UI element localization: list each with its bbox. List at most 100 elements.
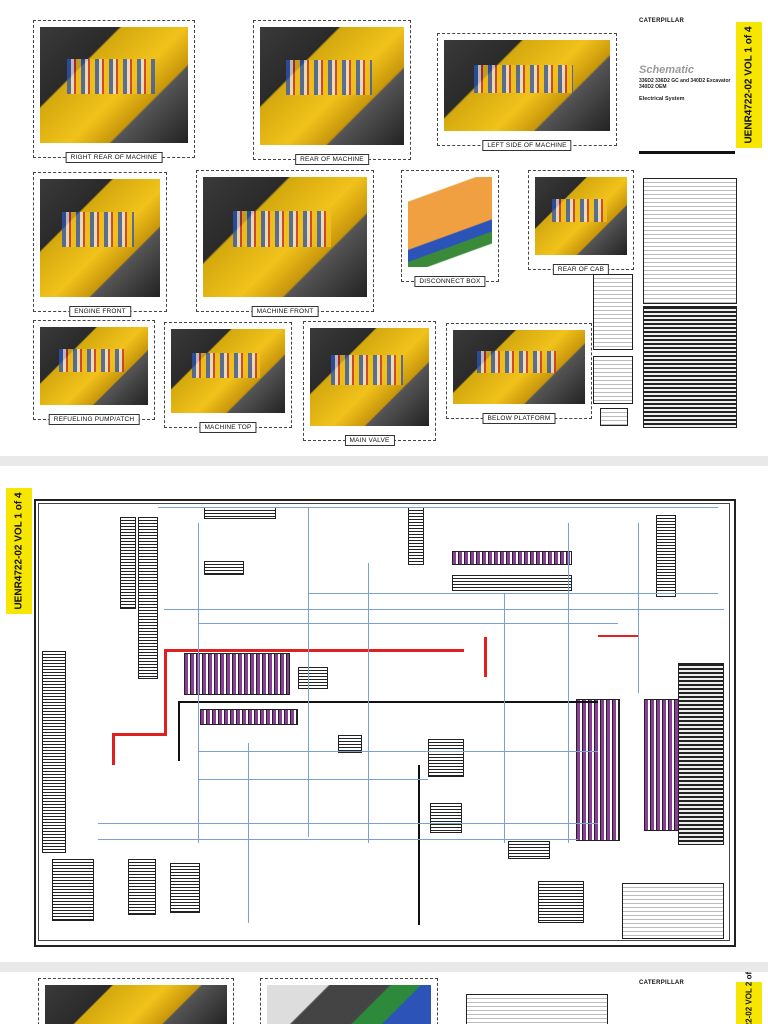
volume-tab-label: UENR4722-02 VOL 1 of 4: [743, 26, 755, 144]
connector-block: [508, 841, 550, 859]
connector-block: [452, 551, 572, 565]
connector-block: [298, 667, 328, 689]
component-table: [593, 356, 633, 404]
connector-block: [204, 561, 244, 575]
view-image: [171, 329, 285, 413]
volume-tab: UENR4722-02 VOL 1 of 4: [6, 488, 32, 614]
view-rear-cab: REAR OF CAB: [528, 170, 634, 275]
view-label: REFUELING PUMP/ATCH: [48, 414, 140, 425]
view-right-rear: RIGHT REAR OF MACHINE: [33, 20, 195, 163]
view-disconnect-box: DISCONNECT BOX: [401, 170, 499, 287]
connector-block: [656, 515, 676, 597]
title-rule: [639, 151, 735, 154]
power-wire: [164, 649, 464, 652]
signal-wire: [568, 523, 569, 843]
caterpillar-logo: CATERPILLAR: [639, 980, 685, 986]
view-machine-top: MACHINE TOP: [164, 322, 292, 433]
view-main-valve: MAIN VALVE: [303, 321, 436, 446]
connector-block: [128, 859, 156, 915]
view-label: LEFT SIDE OF MACHINE: [482, 140, 572, 151]
signal-wire: [98, 839, 578, 840]
connector-block: [538, 881, 584, 923]
component-table: [593, 274, 633, 350]
view-label: ENGINE FRONT: [69, 306, 131, 317]
model-subtitle: 336D2 336D2 GC and 340D2 Excavator 340D2…: [639, 78, 731, 91]
view-image: [408, 177, 492, 267]
view-left-side: LEFT SIDE OF MACHINE: [437, 33, 617, 151]
view-below-platform: BELOW PLATFORM: [446, 323, 592, 424]
view-machine-front: MACHINE FRONT: [196, 170, 374, 317]
title-heading: Schematic: [639, 64, 695, 76]
view-label: RIGHT REAR OF MACHINE: [65, 152, 163, 163]
ecm-connector: [576, 699, 620, 841]
view-image: [535, 177, 627, 255]
volume-tab: UENR4722-02 VOL 2 of 4: [736, 972, 762, 1024]
connector-block: [52, 859, 94, 921]
signal-wire: [158, 507, 718, 508]
caterpillar-logo: CATERPILLAR: [639, 18, 685, 24]
ground-wire: [178, 701, 180, 761]
connector-block: [452, 575, 572, 591]
connector-block: [120, 517, 136, 609]
schematic-inner-frame: [38, 503, 730, 941]
view-label: BELOW PLATFORM: [482, 413, 556, 424]
ecm-connector: [644, 699, 682, 831]
power-wire: [164, 649, 167, 733]
view-label: MAIN VALVE: [344, 435, 395, 446]
connector-block: [200, 709, 298, 725]
view-image: [40, 179, 160, 297]
connector-block: [408, 507, 424, 565]
signal-wire: [308, 593, 718, 594]
signal-wire: [164, 609, 724, 610]
legend-table: [643, 178, 737, 304]
system-name: Electrical System: [639, 96, 685, 102]
power-wire: [484, 637, 487, 677]
connector-block: [430, 803, 462, 833]
signal-wire: [308, 507, 309, 837]
view-refueling: REFUELING PUMP/ATCH: [33, 320, 155, 425]
connector-block: [170, 863, 200, 913]
component-table: [466, 994, 608, 1024]
view-image: [45, 985, 227, 1024]
note-table: [600, 408, 628, 426]
pin-table: [678, 663, 724, 845]
view-image: [203, 177, 367, 297]
signal-wire: [504, 593, 505, 843]
view-rear: REAR OF MACHINE: [253, 20, 411, 165]
signal-wire: [198, 779, 428, 780]
signal-wire: [198, 623, 618, 624]
signal-wire: [638, 523, 639, 693]
connector-block: [338, 735, 362, 753]
connector-block: [138, 517, 158, 679]
signal-wire: [198, 751, 598, 752]
view-image: [40, 27, 188, 143]
view-image: [310, 328, 429, 426]
connector-block: [428, 739, 464, 777]
signal-wire: [248, 743, 249, 923]
view-image: [444, 40, 610, 131]
volume-tab-label: UENR4722-02 VOL 1 of 4: [13, 492, 25, 610]
view-label: MACHINE FRONT: [251, 306, 319, 317]
left-component-block: [42, 651, 66, 853]
view-label: DISCONNECT BOX: [414, 276, 486, 287]
connector-block: [184, 653, 290, 695]
title-block: [622, 883, 724, 939]
view-label: MACHINE TOP: [199, 422, 257, 433]
power-wire: [598, 635, 638, 637]
view-label: REAR OF MACHINE: [295, 154, 369, 165]
volume-tab-label: UENR4722-02 VOL 2 of 4: [744, 972, 754, 1024]
ground-wire: [418, 765, 420, 925]
volume-tab: UENR4722-02 VOL 1 of 4: [736, 22, 762, 148]
view-image: [267, 985, 431, 1024]
sheet-1: RIGHT REAR OF MACHINE REAR OF MACHINE LE…: [0, 0, 768, 456]
ground-wire: [178, 701, 598, 703]
view-image: [453, 330, 585, 404]
connector-table: [643, 306, 737, 428]
view-image: [260, 27, 404, 145]
view-engine-front: ENGINE FRONT: [33, 172, 167, 317]
signal-wire: [98, 823, 598, 824]
sheet-3: CATERPILLAR UENR4722-02 VOL 2 of 4: [0, 972, 768, 1024]
view-image: [40, 327, 148, 405]
schematic-diagram: [38, 503, 728, 939]
connector-block: [204, 507, 276, 519]
